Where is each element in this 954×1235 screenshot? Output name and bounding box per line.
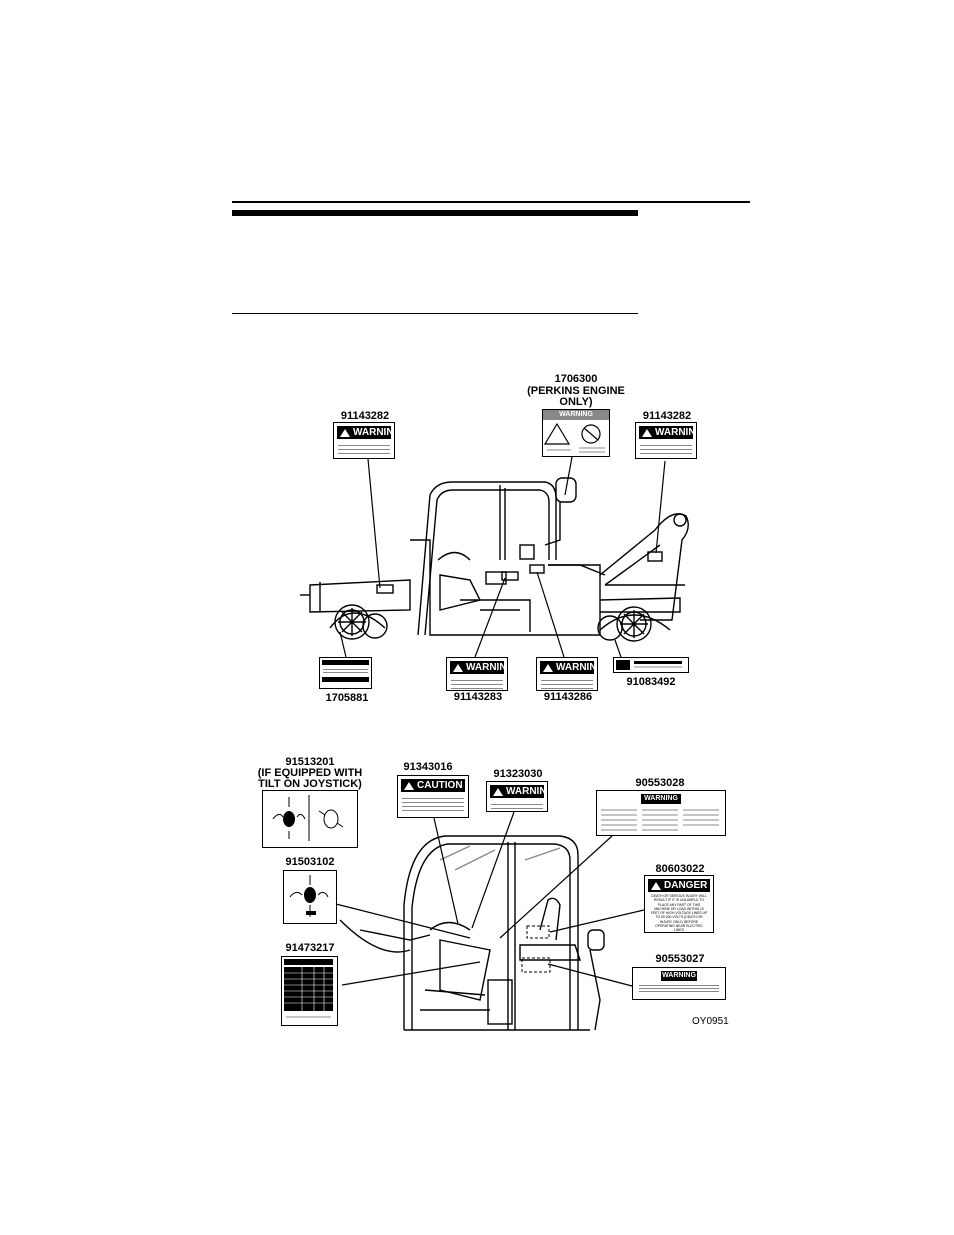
warning-triangle-icon (543, 663, 553, 672)
warning-text-columns (601, 809, 719, 831)
warning-decal-cab: WARNING (486, 781, 548, 812)
label-left-warning: 91143282 (340, 410, 390, 422)
person-hazard-icon (616, 660, 682, 670)
decal-header: WARNING (353, 427, 394, 438)
label-engine-decal-note-2: ONLY) (559, 396, 593, 408)
header-thick-rule (232, 210, 638, 216)
section-divider-rule (232, 313, 638, 314)
warning-decal-large: WARNING (596, 790, 726, 836)
label-joystick-tilt-note-1: (IF EQUIPPED WITH (257, 767, 363, 779)
warning-decal-lower-mid-left: WARNING (446, 657, 508, 691)
label-joystick: 91503102 (285, 856, 335, 868)
danger-decal-text: DEATH OR SERIOUS INJURY WILL RESULT IF I… (650, 894, 708, 933)
decal-header: WARNING (466, 662, 507, 673)
decal-header: WARNING (644, 795, 678, 802)
label-warning-large: 90553028 (635, 777, 685, 789)
label-danger: 80603022 (655, 863, 705, 875)
load-chart-table (284, 959, 333, 1018)
warning-triangle-icon (642, 428, 652, 437)
caution-decal: CAUTION (397, 775, 469, 818)
joystick-decal (283, 870, 337, 924)
warning-decal-right: WARNING (635, 422, 697, 459)
decal-header: WARNING (662, 972, 696, 979)
label-caution: 91343016 (403, 761, 453, 773)
warning-triangle-icon (493, 787, 503, 796)
label-joystick-tilt-number: 91513201 (285, 756, 335, 768)
label-lower-right: 91083492 (626, 676, 676, 688)
load-capacity-decal (319, 657, 372, 689)
warning-triangle-icon (340, 428, 350, 437)
decal-header: CAUTION (417, 780, 463, 791)
danger-decal: DANGER DEATH OR SERIOUS INJURY WILL RESU… (644, 875, 714, 933)
header-thin-rule (232, 201, 750, 203)
label-engine-decal-number: 1706300 (554, 373, 598, 385)
label-right-warning: 91143282 (642, 410, 692, 422)
joystick-tilt-icon (272, 795, 344, 841)
decal-header: WARNING (655, 427, 696, 438)
warning-decal-lower: WARNING (632, 967, 726, 1000)
decal-header: DANGER (664, 880, 708, 891)
load-chart-decal (281, 956, 338, 1026)
decal-header: WARNING (559, 411, 593, 418)
warning-decal-lower-mid-right: WARNING (536, 657, 598, 691)
joystick-icon (289, 875, 329, 917)
engine-warning-decal: WARNING (542, 409, 610, 457)
label-engine-decal-note-1: (PERKINS ENGINE (527, 385, 625, 397)
joystick-tilt-decal (262, 790, 358, 848)
crush-hazard-decal (613, 657, 689, 673)
warning-decal-left: WARNING (333, 422, 395, 459)
label-warning-cab: 91323030 (493, 768, 543, 780)
decal-header: WARNING (556, 662, 597, 673)
decal-header: WARNING (506, 786, 547, 797)
label-lower-left: 1705881 (325, 692, 369, 704)
warning-triangle-icon (453, 663, 463, 672)
figure-code: OY0951 (692, 1016, 729, 1027)
danger-triangle-icon (651, 881, 661, 890)
label-load-chart: 91473217 (285, 942, 335, 954)
label-lower-mid-right: 91143286 (543, 691, 593, 703)
label-joystick-tilt-note-2: TILT ON JOYSTICK) (258, 778, 362, 790)
label-lower-mid-left: 91143283 (453, 691, 503, 703)
label-warning-lower: 90553027 (655, 953, 705, 965)
explosion-hazard-icon (543, 422, 605, 453)
caution-triangle-icon (404, 781, 414, 790)
